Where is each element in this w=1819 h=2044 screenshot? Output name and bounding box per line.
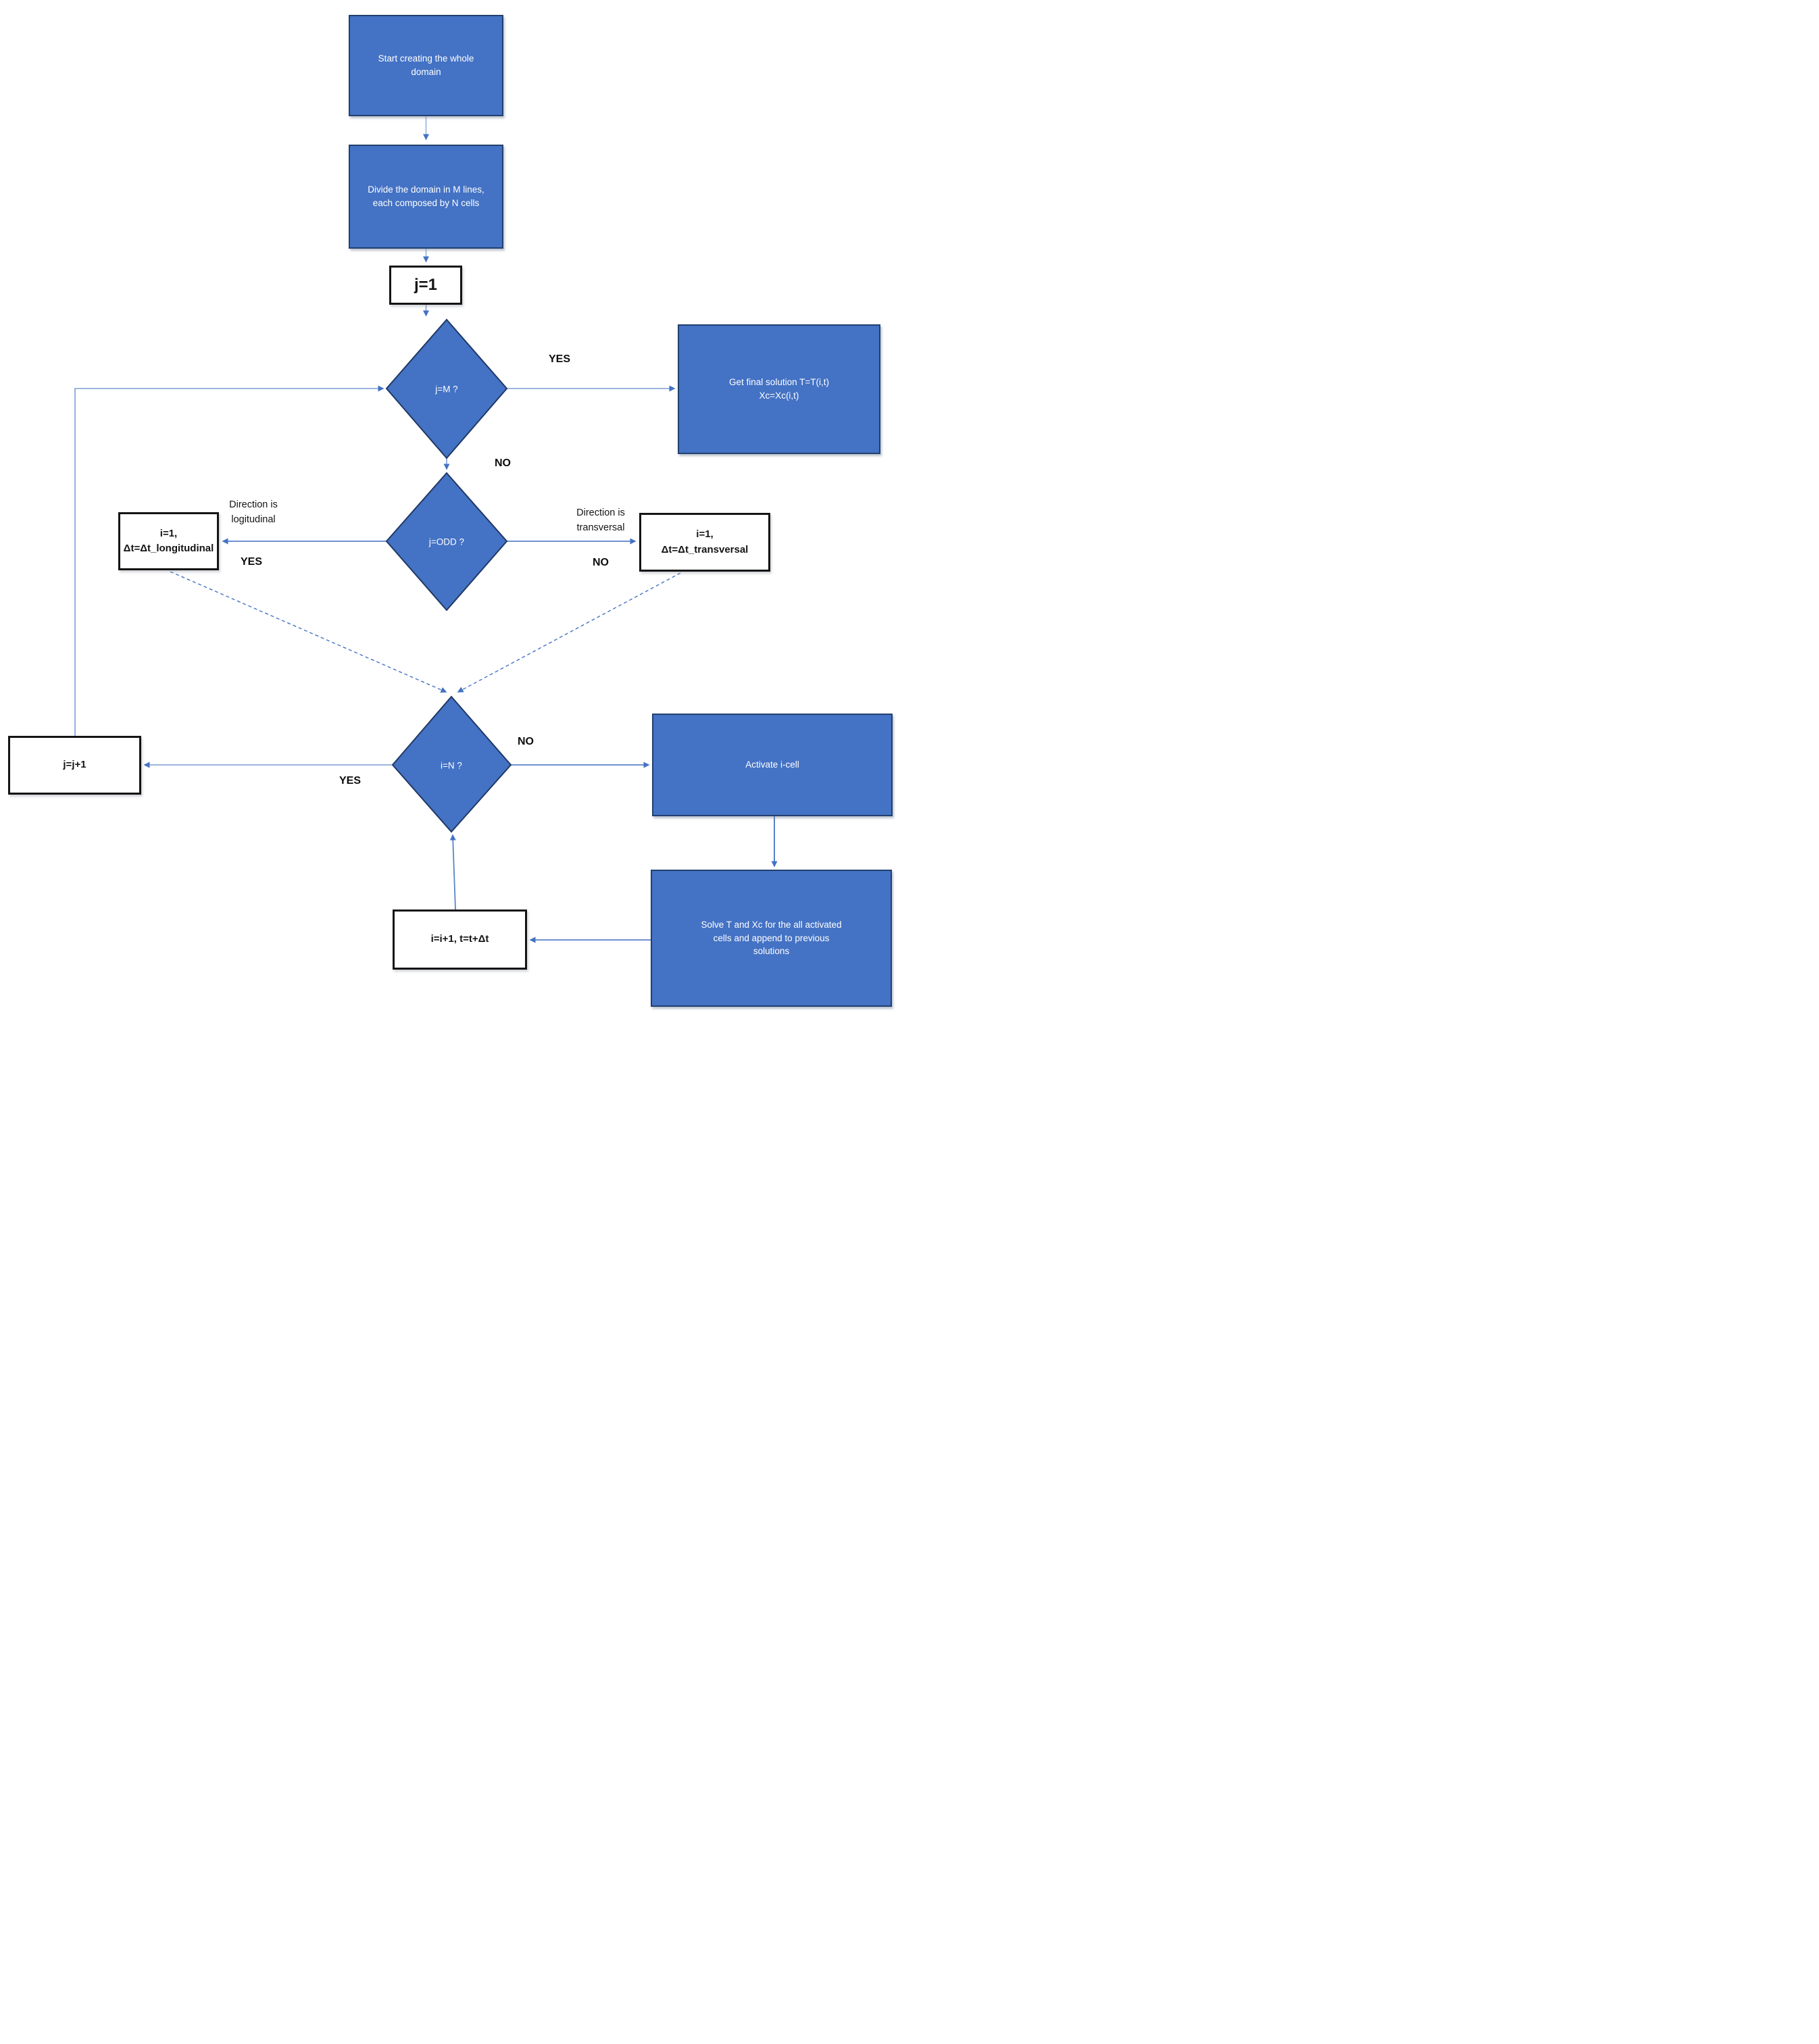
node-increment-j: j=j+1 — [8, 736, 141, 795]
node-solve-label: Solve T and Xc for the all activated cel… — [701, 920, 842, 957]
label-jodd-yes: YES — [240, 556, 263, 568]
node-start: Start creating the whole domain — [349, 15, 503, 116]
decision-j-equals-m-label: j=M ? — [435, 384, 458, 395]
connector-transversal-to-in — [457, 572, 681, 693]
connector-increment-j-to-jm — [74, 385, 384, 736]
label-in-no: NO — [518, 736, 534, 747]
node-longitudinal-line1: i=1, — [159, 527, 178, 539]
decision-i-equals-n-label: i=N ? — [441, 760, 462, 771]
label-jodd-yes-note-text: Direction is logitudinal — [229, 499, 278, 526]
label-jm-no: NO — [495, 457, 511, 469]
node-transversal-step: i=1, Δt=Δt_transversal — [639, 513, 770, 572]
node-divide-domain: Divide the domain in M lines, each compo… — [349, 145, 503, 249]
node-longitudinal-line2: Δt=Δt_longitudinal — [123, 543, 214, 554]
label-in-yes: YES — [339, 775, 362, 787]
decision-j-equals-m-shape — [385, 318, 508, 459]
node-increment-i: i=i+1, t=t+Δt — [393, 909, 527, 970]
label-jodd-no: NO — [593, 557, 609, 568]
node-solve: Solve T and Xc for the all activated cel… — [651, 870, 892, 1007]
flowchart-canvas: Start creating the whole domain Divide t… — [0, 0, 910, 1022]
node-activate-cell: Activate i-cell — [652, 714, 893, 816]
node-longitudinal-step: i=1, Δt=Δt_longitudinal — [118, 512, 219, 570]
node-transversal-line1: i=1, — [696, 528, 714, 540]
node-increment-j-label: j=j+1 — [63, 759, 86, 771]
node-final-solution-line2: Xc=Xc(i,t) — [759, 391, 799, 401]
decision-j-odd-label: j=ODD ? — [428, 537, 465, 547]
decision-j-odd-shape — [385, 472, 508, 612]
node-divide-domain-label: Divide the domain in M lines, each compo… — [368, 184, 484, 208]
label-jm-yes: YES — [548, 353, 571, 365]
node-transversal-line2: Δt=Δt_transversal — [661, 543, 749, 555]
node-start-label: Start creating the whole domain — [378, 53, 474, 77]
node-final-solution: Get final solution T=T(i,t) Xc=Xc(i,t) — [678, 324, 880, 454]
node-init-j: j=1 — [389, 266, 462, 305]
connector-longitudinal-to-in — [170, 571, 447, 693]
label-jodd-no-note-text: Direction is transversal — [576, 507, 625, 534]
node-init-j-label: j=1 — [414, 276, 438, 294]
node-activate-cell-label: Activate i-cell — [745, 759, 799, 770]
connector-layer — [74, 116, 778, 943]
node-final-solution-line1: Get final solution T=T(i,t) — [729, 377, 829, 388]
decision-i-equals-n-shape — [391, 695, 512, 833]
connector-increment-i-to-in — [449, 834, 456, 910]
label-jodd-yes-note: Direction is logitudinal — [220, 497, 287, 528]
node-increment-i-label: i=i+1, t=t+Δt — [430, 933, 489, 945]
label-jodd-no-note: Direction is transversal — [567, 505, 634, 536]
